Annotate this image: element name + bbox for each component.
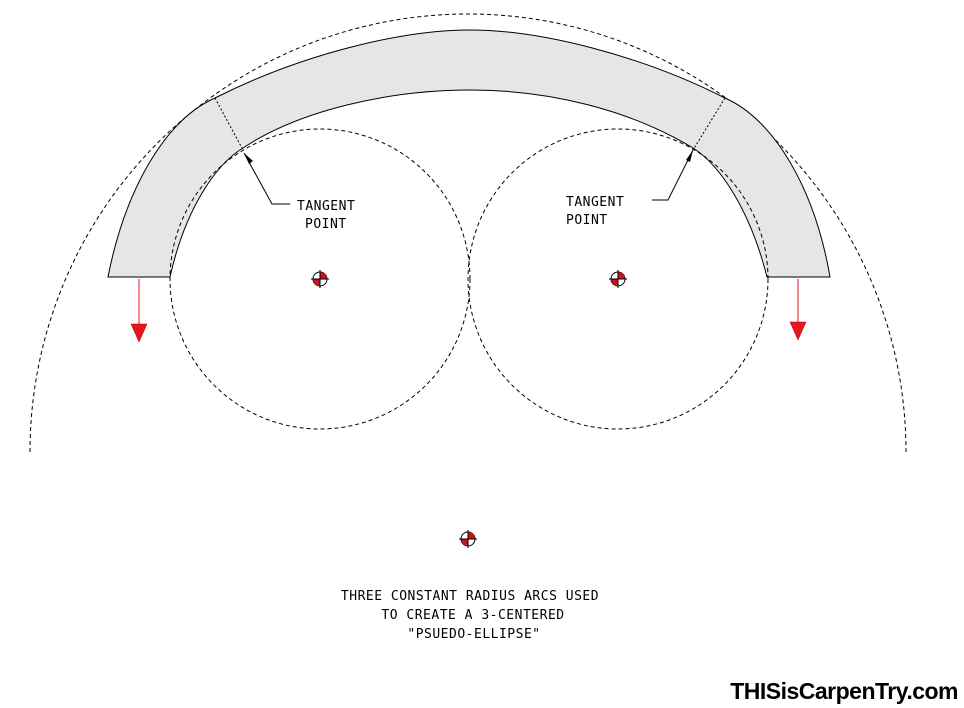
main-center-point-icon	[459, 530, 477, 548]
right-tangent-leader	[652, 149, 694, 201]
arch-band	[107, 29, 831, 278]
left-tangent-leader	[243, 152, 290, 205]
left-tangent-label-line2: POINT	[305, 217, 347, 232]
right-tangent-label-line1: TANGENT	[566, 195, 624, 210]
caption-line1: THREE CONSTANT RADIUS ARCS USED	[341, 589, 599, 604]
caption-line2: TO CREATE A 3-CENTERED	[381, 608, 564, 623]
right-leader-arrowhead	[686, 150, 693, 162]
right-down-arrow-icon	[789, 279, 807, 341]
left-tangent-label-line1: TANGENT	[297, 199, 355, 214]
site-logo: THISisCarpenTry.com	[730, 678, 958, 704]
left-joint-line	[214, 97, 244, 151]
left-down-arrow-icon	[130, 279, 148, 343]
caption-line3: "PSUEDO-ELLIPSE"	[407, 627, 540, 642]
right-tangent-label-line2: POINT	[566, 213, 608, 228]
left-leader-arrowhead	[244, 153, 253, 164]
large-radius-dashed-arc	[29, 13, 907, 453]
right-center-point-icon	[609, 270, 627, 288]
left-small-radius-circle	[169, 128, 471, 430]
left-center-point-icon	[311, 270, 329, 288]
right-small-radius-circle	[467, 128, 769, 430]
